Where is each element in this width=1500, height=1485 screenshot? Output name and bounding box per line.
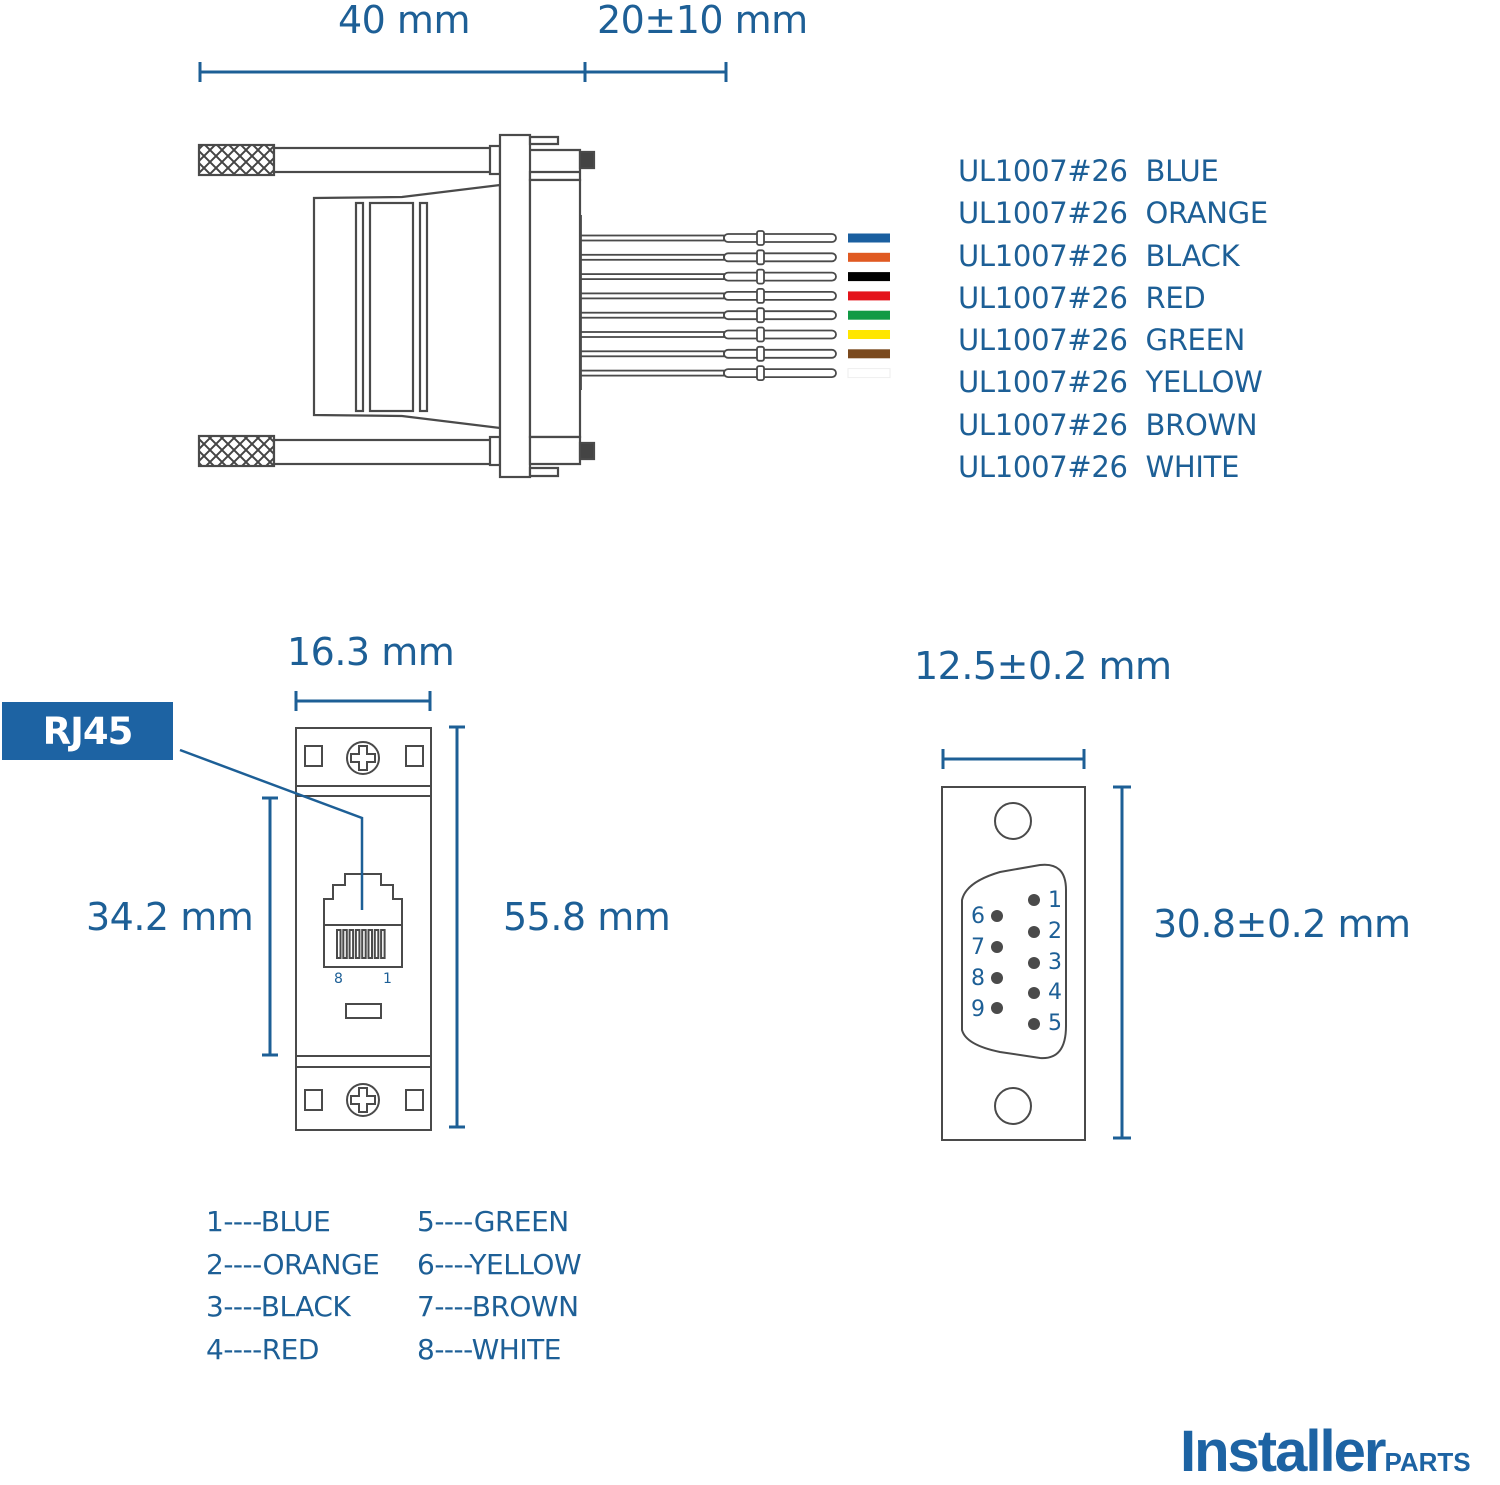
rj45-pin-1-label: 1 — [383, 971, 392, 987]
wire-swatch-red — [848, 291, 890, 301]
logo-main: Installer — [1180, 1419, 1386, 1484]
logo-suffix: PARTS — [1384, 1447, 1471, 1477]
wire-icon — [580, 331, 725, 338]
db9-pin-7: 7 — [971, 935, 985, 960]
wire-swatch-black — [848, 272, 890, 282]
db9-front-view — [941, 786, 1086, 1141]
wire-icon — [580, 311, 725, 319]
db9-pin-9: 9 — [971, 997, 985, 1022]
db9-pin-3: 3 — [1048, 950, 1062, 975]
db9-pin-6: 6 — [971, 904, 985, 929]
pinout-item: 7----BROWN — [417, 1290, 579, 1323]
db9-pin-4: 4 — [1048, 980, 1062, 1005]
wire-spec-item: UL1007#26 GREEN — [958, 323, 1245, 358]
wire-icon — [580, 253, 725, 261]
wire-icon — [580, 292, 725, 300]
wire-swatch-yellow — [848, 330, 890, 339]
wire-spec-item: UL1007#26 BROWN — [958, 407, 1258, 442]
wire-spec-item: UL1007#26 WHITE — [958, 450, 1240, 485]
pinout-item: 1----BLUE — [206, 1205, 331, 1238]
thumbscrew-top-icon — [197, 143, 276, 177]
db9-pin-5: 5 — [1048, 1011, 1062, 1036]
rj45-front-view — [295, 727, 432, 1131]
thumbscrew-bottom-icon — [197, 434, 276, 468]
wire-spec-item: UL1007#26 ORANGE — [958, 196, 1268, 231]
dimension-wire-length: 20±10 mm — [597, 0, 808, 42]
wire-color-swatches — [847, 233, 891, 379]
pinout-left-column: 1----BLUE 2----ORANGE 3----BLACK 4----RE… — [206, 1201, 380, 1371]
pinout-item: 8----WHITE — [417, 1332, 561, 1366]
db9-pin-2: 2 — [1048, 919, 1062, 944]
rj45-inner-height-label: 34.2 mm — [86, 895, 254, 939]
wire-swatch-white — [847, 368, 891, 379]
db9-pin-1: 1 — [1048, 888, 1062, 913]
rj45-badge: RJ45 — [2, 702, 173, 760]
wire-swatch-orange — [848, 252, 890, 262]
wire-spec-item: UL1007#26 YELLOW — [958, 365, 1263, 400]
wire-icon — [580, 273, 725, 281]
wire-icon — [580, 234, 725, 242]
pinout-item: 6----YELLOW — [417, 1247, 582, 1281]
wire-spec-item: UL1007#26 BLACK — [958, 238, 1240, 273]
wire-icon — [580, 350, 725, 358]
wire-spec-item: UL1007#26 RED — [958, 280, 1206, 315]
wire-swatch-green — [848, 310, 890, 320]
adapter-side-view — [197, 133, 596, 479]
wire-icon — [580, 369, 725, 377]
wire-spec-item: UL1007#26 BLUE — [958, 154, 1219, 188]
rj45-dimension-lines — [262, 691, 465, 1129]
rj45-leader-line — [179, 748, 364, 910]
rj45-outer-height-label: 55.8 mm — [503, 895, 671, 939]
wire-swatch-brown — [848, 349, 890, 359]
side-dimension-line — [198, 62, 728, 82]
db9-shell-icon — [961, 863, 1067, 1060]
wire-swatch-blue — [848, 233, 890, 243]
rj45-jack-icon — [323, 873, 403, 968]
db9-dimension-lines — [941, 749, 1131, 1140]
pinout-item: 2----ORANGE — [206, 1247, 380, 1281]
rj45-width-label: 16.3 mm — [287, 630, 455, 674]
pinout-right-column: 5----GREEN 6----YELLOW 7----BROWN 8----W… — [417, 1201, 582, 1371]
pinout-item: 4----RED — [206, 1332, 319, 1366]
wire-spec-list: UL1007#26 BLUE UL1007#26 ORANGE UL1007#2… — [958, 150, 1268, 488]
dimension-body-length: 40 mm — [338, 0, 470, 42]
db9-pin-8: 8 — [971, 966, 985, 991]
rj45-pin-8-label: 8 — [334, 971, 343, 987]
db9-width-label: 12.5±0.2 mm — [914, 644, 1172, 688]
db9-height-label: 30.8±0.2 mm — [1153, 902, 1411, 946]
brand-logo: InstallerPARTS — [1180, 1418, 1471, 1485]
pinout-item: 5----GREEN — [417, 1205, 569, 1238]
pinout-item: 3----BLACK — [206, 1290, 351, 1323]
